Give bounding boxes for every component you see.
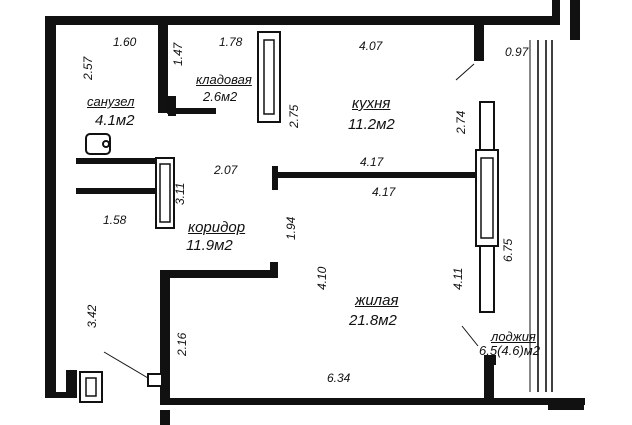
loggia-area: 6.5(4.6)м2 <box>479 343 540 358</box>
dim-living-inner: 4.10 <box>315 266 329 290</box>
dim-kitchen-width: 4.07 <box>359 39 383 53</box>
bathroom-name: санузел <box>87 94 135 109</box>
kitchen-area: 11.2м2 <box>348 116 395 133</box>
pantry-wall <box>168 96 176 116</box>
dim-entry-height: 3.42 <box>85 304 99 328</box>
dim-corridor-side: 3.11 <box>173 182 187 205</box>
dim-pantry-height: 1.47 <box>171 42 185 66</box>
dim-kitchen-wall-top: 4.17 <box>360 155 384 169</box>
loggia-name: лоджия <box>491 329 536 344</box>
dim-kitchen-height: 2.74 <box>454 110 468 134</box>
dim-bath-bottom: 1.58 <box>103 213 127 227</box>
living-right-wall <box>484 355 494 405</box>
living-name: жилая <box>355 292 399 309</box>
dim-kitchen-wall-bottom: 4.17 <box>372 185 396 199</box>
dim-living-left: 2.16 <box>175 332 189 356</box>
outer-wall-left <box>45 16 56 398</box>
pantry-area: 2.6м2 <box>203 89 238 104</box>
living-area: 21.8м2 <box>349 312 397 329</box>
corridor-name: коридор <box>188 219 246 236</box>
loggia-pillar-bottom <box>479 245 495 313</box>
outer-wall-bottom <box>160 398 585 405</box>
living-left-wall <box>160 272 170 402</box>
outer-wall-bottom-left <box>45 392 77 398</box>
dim-pantry-depth: 2.75 <box>287 104 301 128</box>
dim-living-right: 4.11 <box>451 267 465 290</box>
loggia-pillar-top <box>479 101 495 151</box>
dim-corridor-mid: 1.94 <box>284 216 298 240</box>
kitchen-name: кухня <box>352 95 391 112</box>
kitchen-partition <box>272 172 482 178</box>
dim-living-bottom: 6.34 <box>327 371 351 385</box>
dim-loggia-height: 6.75 <box>501 238 515 262</box>
dim-bath-height: 2.57 <box>81 56 95 80</box>
outer-wall-right-top <box>570 0 580 40</box>
dim-pantry-width: 1.78 <box>219 35 243 49</box>
bath-wall <box>158 25 168 113</box>
corridor-area: 11.9м2 <box>186 237 233 254</box>
dim-loggia-width: 0.97 <box>505 45 529 59</box>
pantry-name: кладовая <box>196 72 252 87</box>
dim-bath-width: 1.60 <box>113 35 137 49</box>
dim-corridor-top: 2.07 <box>214 163 238 177</box>
bathroom-area: 4.1м2 <box>95 112 135 129</box>
